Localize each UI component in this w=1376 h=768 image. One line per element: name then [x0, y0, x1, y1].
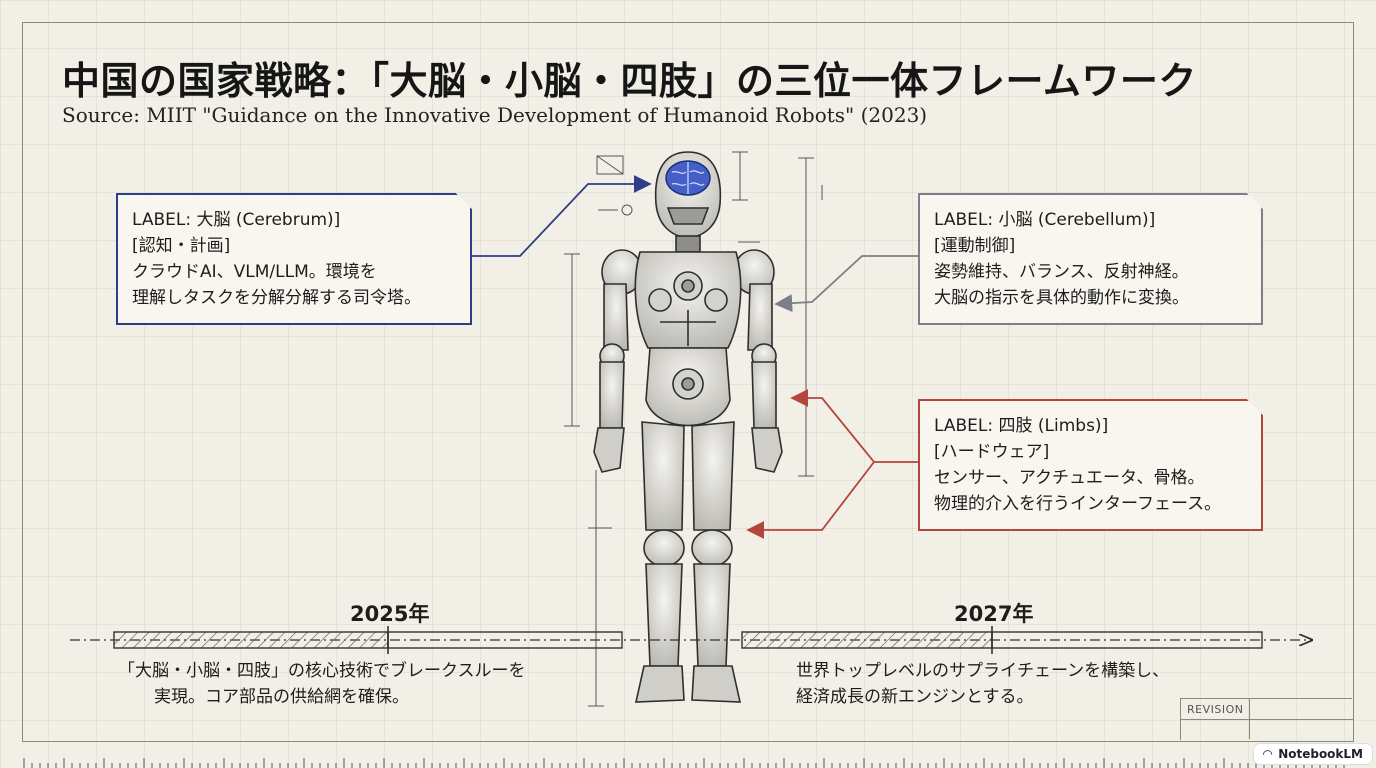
- revision-label: REVISION: [1187, 703, 1244, 716]
- milestone-2027-desc-1: 世界トップレベルのサプライチェーンを構築し、: [796, 661, 1170, 681]
- milestone-2025-desc-2: 実現。コア部品の供給網を確保。: [154, 687, 409, 707]
- page-title: 中国の国家戦略：「大脳・小脳・四肢」の三位一体フレームワーク: [62, 59, 1197, 103]
- callout-limbs-label: LABEL: 四肢 (Limbs)]: [934, 416, 1109, 436]
- milestone-2025-desc: 「大脳・小脳・四肢」の核心技術でブレークスルーを 実現。コア部品の供給網を確保。: [118, 658, 526, 710]
- callout-cerebrum-label: LABEL: 大脳 (Cerebrum)]: [132, 210, 341, 230]
- revision-block: REVISION: [1180, 698, 1353, 740]
- callout-limbs-category: [ハードウェア]: [934, 442, 1050, 462]
- milestone-2027-desc: 世界トップレベルのサプライチェーンを構築し、 経済成長の新エンジンとする。: [796, 658, 1169, 710]
- callout-cerebrum-desc-2: 理解しタスクを分解分解する司令塔。: [132, 288, 421, 308]
- notebooklm-badge-text: NotebookLM: [1278, 747, 1363, 761]
- notebooklm-logo-icon: ◠: [1262, 747, 1273, 761]
- milestone-2025-desc-1: 「大脳・小脳・四肢」の核心技術でブレークスルーを: [118, 661, 526, 681]
- timeline-segment-2027-progress: [741, 631, 993, 649]
- drawing-frame: [22, 22, 1354, 742]
- callout-cerebrum-category: [認知・計画]: [132, 236, 231, 256]
- timeline-segment-2025-progress: [113, 631, 389, 649]
- callout-cerebellum-category: [運動制御]: [934, 236, 1016, 256]
- milestone-2025-year: 2025年: [350, 602, 430, 626]
- brain-icon: [665, 160, 711, 196]
- callout-cerebellum: LABEL: 小脳 (Cerebellum)] [運動制御] 姿勢維持、バランス…: [918, 193, 1263, 325]
- callout-limbs-desc-2: 物理的介入を行うインターフェース。: [934, 494, 1222, 514]
- milestone-2027-desc-2: 経済成長の新エンジンとする。: [796, 687, 1034, 707]
- callout-limbs: LABEL: 四肢 (Limbs)] [ハードウェア] センサー、アクチュエータ…: [918, 399, 1263, 531]
- callout-cerebellum-label: LABEL: 小脳 (Cerebellum)]: [934, 210, 1156, 230]
- callout-cerebellum-desc-2: 大脳の指示を具体的動作に変換。: [934, 288, 1189, 308]
- timeline: [70, 626, 1312, 654]
- limbs-pointer: [746, 389, 918, 539]
- callout-cerebellum-desc-1: 姿勢維持、バランス、反射神経。: [934, 262, 1189, 282]
- bottom-ruler: [23, 758, 1345, 768]
- source-subtitle: Source: MIIT "Guidance on the Innovative…: [62, 103, 928, 127]
- dimension-lines: [564, 151, 823, 707]
- notebooklm-badge: ◠ NotebookLM: [1253, 744, 1372, 764]
- callout-cerebrum-desc-1: クラウドAI、VLM/LLM。環境を: [132, 262, 377, 282]
- milestone-2027-year: 2027年: [954, 602, 1034, 626]
- cerebrum-pointer: [472, 175, 652, 257]
- revision-row-divider: [1181, 719, 1353, 720]
- humanoid-robot-sketch: [593, 151, 783, 703]
- callout-limbs-desc-1: センサー、アクチュエータ、骨格。: [934, 468, 1205, 488]
- cerebellum-pointer: [774, 255, 918, 313]
- callout-cerebrum: LABEL: 大脳 (Cerebrum)] [認知・計画] クラウドAI、VLM…: [116, 193, 472, 325]
